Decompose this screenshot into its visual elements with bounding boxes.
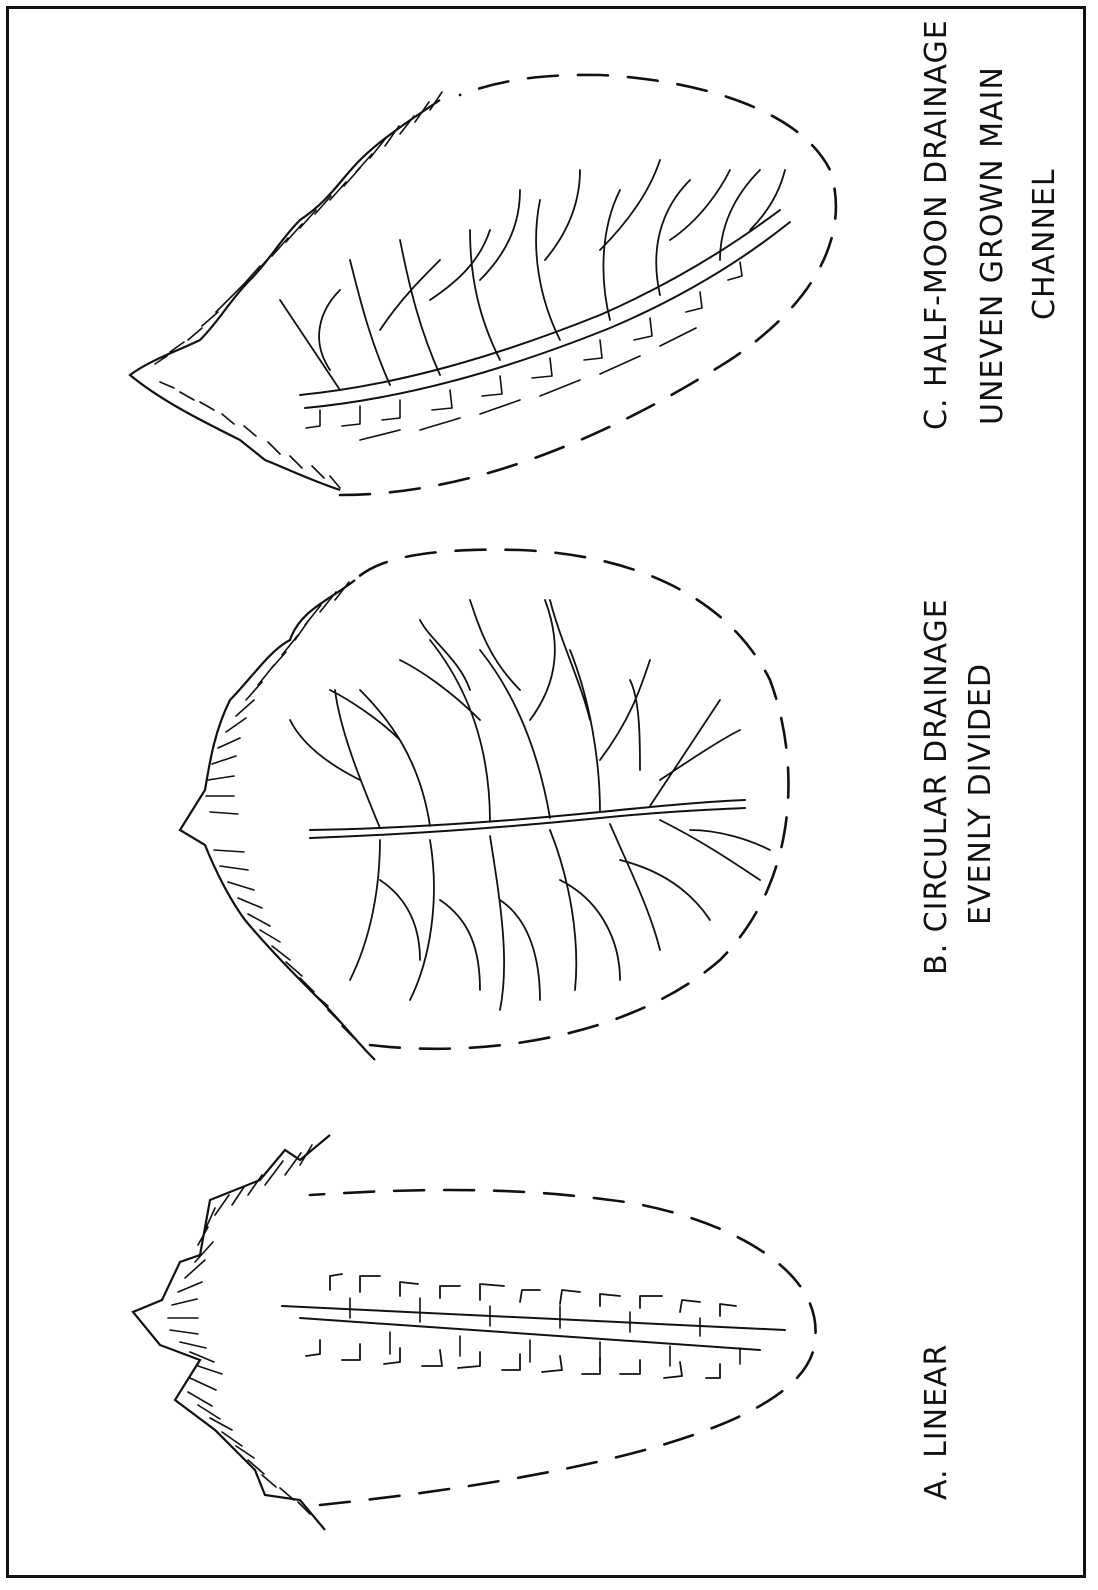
caption-c-line3: CHANNEL <box>1030 168 1060 320</box>
half-moon-watershed-boundary <box>340 75 836 495</box>
half-moon-main-channel <box>300 210 790 408</box>
circular-main-channel <box>310 800 745 838</box>
circular-ridge-hatching <box>206 582 354 1038</box>
circular-tributaries <box>290 600 770 1010</box>
caption-c-line1: C. HALF-MOON DRAINAGE <box>922 19 952 430</box>
half-moon-tributaries <box>280 160 785 440</box>
caption-b-line1: B. CIRCULAR DRAINAGE <box>922 598 952 975</box>
linear-ridge-line <box>133 1135 330 1530</box>
caption-c-line2: UNEVEN GROWN MAIN <box>978 66 1008 425</box>
linear-watershed <box>133 1135 816 1530</box>
linear-ridge-hatching <box>168 1145 312 1514</box>
circular-ridge-line <box>180 580 375 1060</box>
circular-watershed <box>180 550 788 1060</box>
caption-b-line2: EVENLY DIVIDED <box>966 663 996 925</box>
caption-a-line1: A. LINEAR <box>922 1344 952 1500</box>
half-moon-ridge-hatching <box>155 92 442 488</box>
linear-tributaries <box>306 1274 740 1378</box>
half-moon-watershed <box>130 75 836 495</box>
linear-main-channel <box>282 1306 785 1350</box>
